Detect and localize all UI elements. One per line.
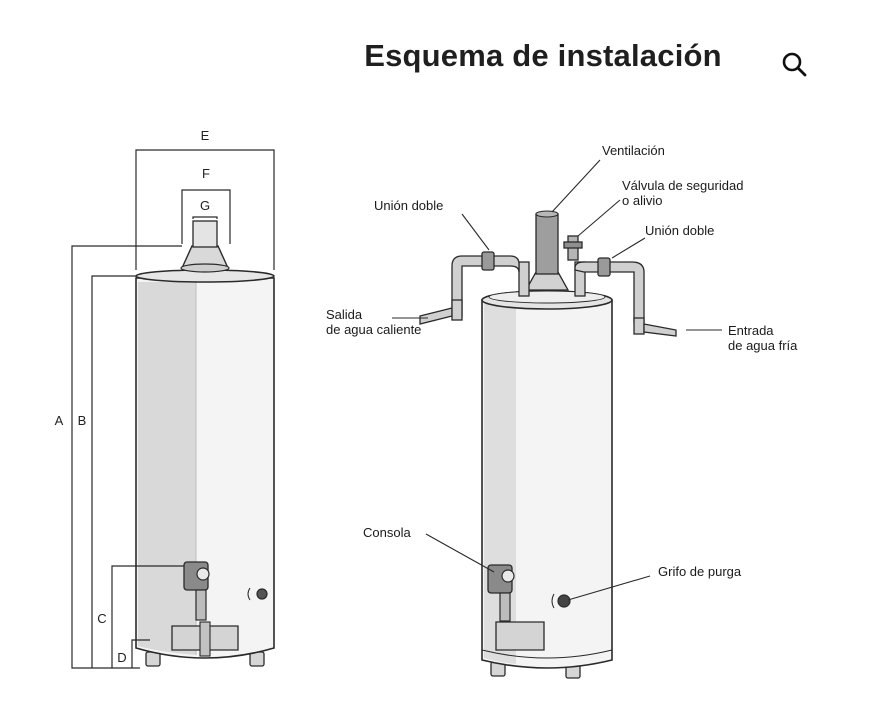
dimension-label-f: F <box>202 166 210 181</box>
drain-valve <box>551 593 571 609</box>
left-water-heater <box>135 220 275 667</box>
cold-water-piping <box>563 235 677 337</box>
right-water-heater <box>419 210 677 679</box>
search-button[interactable] <box>778 48 812 82</box>
callout-leaders <box>392 159 722 601</box>
dimension-lines <box>71 149 275 669</box>
callout-entrada-line1: Entrada <box>728 323 774 338</box>
dimension-label-d: D <box>117 650 126 665</box>
callout-consola: Consola <box>363 525 411 540</box>
callout-union-doble-left: Unión doble <box>374 198 443 213</box>
callout-grifo-de-purga: Grifo de purga <box>658 564 742 579</box>
callout-salida-line1: Salida <box>326 307 363 322</box>
vent-flue <box>524 210 570 291</box>
callout-ventilacion: Ventilación <box>602 143 665 158</box>
dimension-label-a: A <box>55 413 64 428</box>
dimension-label-c: C <box>97 611 106 626</box>
callout-union-doble-right: Unión doble <box>645 223 714 238</box>
callout-entrada-line2: de agua fría <box>728 338 798 353</box>
callout-salida-line2: de agua caliente <box>326 322 421 337</box>
dimension-label-g: G <box>200 198 210 213</box>
page-title: Esquema de instalación <box>364 38 722 73</box>
dimension-label-e: E <box>201 128 210 143</box>
dimension-diagram: E F G A B C D <box>55 128 275 669</box>
dimension-label-b: B <box>78 413 87 428</box>
callout-valvula-line2: o alivio <box>622 193 662 208</box>
search-icon <box>782 52 807 77</box>
callout-valvula-line1: Válvula de seguridad <box>622 178 743 193</box>
hot-water-piping <box>419 251 530 325</box>
